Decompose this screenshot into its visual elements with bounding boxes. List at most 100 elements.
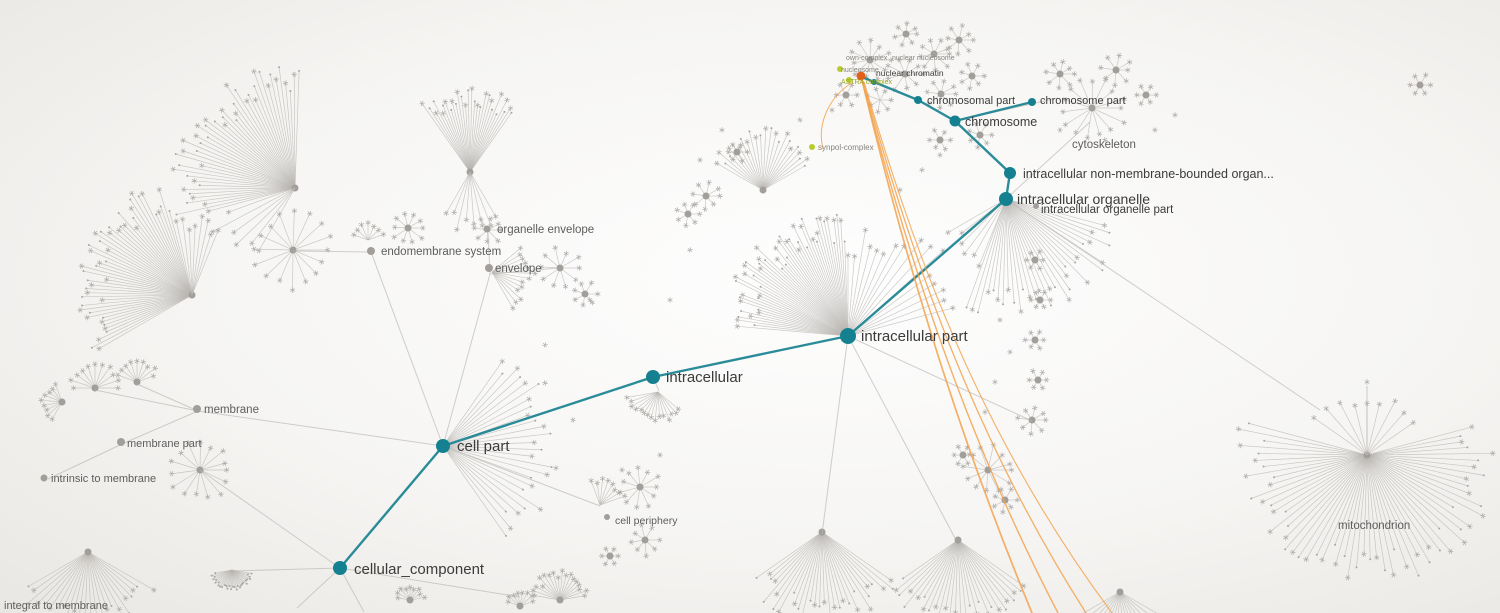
label-cellular-component[interactable]: cellular_component	[354, 561, 485, 578]
label-integral-to-membrane[interactable]: integral to membrane	[4, 600, 108, 612]
cluster-center-node[interactable]	[406, 596, 414, 604]
cluster-edge	[552, 572, 561, 601]
label-cell-periphery[interactable]: cell periphery	[615, 515, 678, 527]
cluster-center-node[interactable]	[636, 483, 644, 491]
cluster-center-node[interactable]	[866, 56, 874, 64]
label-intracellular-non-membrane-bounded-organ[interactable]: intracellular non-membrane-bounded organ…	[1023, 167, 1274, 181]
label-chromosome-part[interactable]: chromosome part	[1040, 95, 1126, 107]
cluster-center-node[interactable]	[1416, 81, 1424, 89]
label-mitochondrion[interactable]: mitochondrion	[1338, 520, 1410, 532]
label-nucleosome[interactable]: nucleosome	[841, 67, 879, 74]
cluster-center-node[interactable]	[1142, 91, 1150, 99]
cluster-center-node[interactable]	[902, 30, 910, 38]
label-intracellular-part[interactable]: intracellular part	[861, 328, 969, 345]
cluster-edge	[254, 248, 294, 251]
cluster-edge	[847, 246, 905, 337]
cluster-center-node[interactable]	[289, 246, 297, 254]
cluster-center-node[interactable]	[606, 552, 614, 560]
synpol-complex-node[interactable]	[809, 144, 815, 150]
term-node[interactable]	[193, 405, 201, 413]
label-nuclear-nucleosome[interactable]: nuclear nucleosome	[892, 55, 955, 62]
label-astra-complex[interactable]: ASTRA complex	[841, 79, 892, 86]
cluster-center-node[interactable]	[91, 384, 99, 392]
label-intrinsic-to-membrane[interactable]: intrinsic to membrane	[51, 473, 156, 485]
label-membrane[interactable]: membrane	[204, 404, 259, 416]
cluster-center-node[interactable]	[1031, 336, 1039, 344]
label-nuclear-chromatin[interactable]: nuclear chromatin	[876, 68, 944, 78]
term-node[interactable]	[117, 438, 125, 446]
cluster-center-node[interactable]	[954, 536, 962, 544]
cluster-center-node[interactable]	[955, 36, 963, 44]
cluster-center-node[interactable]	[937, 90, 945, 98]
cluster-edge	[199, 469, 209, 498]
cluster-center-node[interactable]	[684, 210, 692, 218]
chromosome-part-node[interactable]	[1028, 98, 1036, 106]
cluster-center-node[interactable]	[556, 264, 564, 272]
intracellular-organelle-node[interactable]	[999, 192, 1013, 206]
intracellular-node[interactable]	[646, 370, 660, 384]
cluster-center-node[interactable]	[58, 398, 66, 406]
highlighted-term-node[interactable]	[837, 66, 843, 72]
label-synpol-complex[interactable]: synpol-complex	[818, 143, 874, 152]
selected-term-node[interactable]	[856, 71, 866, 81]
cluster-center-node[interactable]	[84, 548, 92, 556]
cluster-center-node[interactable]	[759, 186, 767, 194]
cluster-center-node[interactable]	[976, 131, 984, 139]
cluster-center-node[interactable]	[1031, 256, 1039, 264]
non-membrane-bounded-organelle-node[interactable]	[1004, 167, 1016, 179]
cluster-center-node[interactable]	[1036, 296, 1044, 304]
label-intracellular[interactable]: intracellular	[666, 369, 743, 386]
intracellular-part-node[interactable]	[840, 328, 856, 344]
cluster-center-node[interactable]	[404, 224, 412, 232]
cluster-center-node[interactable]	[1112, 66, 1120, 74]
cell-part-node[interactable]	[436, 439, 450, 453]
label-membrane-part[interactable]: membrane part	[127, 438, 202, 450]
term-node[interactable]	[483, 225, 491, 233]
cluster-center-node[interactable]	[516, 602, 524, 610]
cluster-center-node[interactable]	[1034, 376, 1042, 384]
cluster-center-node[interactable]	[842, 91, 850, 99]
leaf-term-glyph	[617, 491, 624, 494]
cluster-center-node[interactable]	[1028, 416, 1036, 424]
cluster-edge	[1005, 198, 1091, 243]
chromosome-node[interactable]	[949, 115, 961, 127]
cluster-center-node[interactable]	[702, 192, 710, 200]
term-node[interactable]	[1033, 203, 1039, 209]
cluster-center-node[interactable]	[733, 148, 741, 156]
leaf-term-node	[186, 201, 189, 204]
cluster-center-node[interactable]	[901, 70, 909, 78]
cluster-center-node[interactable]	[930, 50, 938, 58]
cluster-edge	[1366, 452, 1493, 456]
cluster-center-node[interactable]	[1088, 104, 1096, 112]
label-endomembrane-system[interactable]: endomembrane system	[381, 246, 501, 258]
term-node[interactable]	[604, 514, 610, 520]
cluster-center-node[interactable]	[556, 596, 564, 604]
leaf-term-glyph	[542, 344, 548, 346]
cluster-center-node[interactable]	[936, 136, 944, 144]
label-own-complex[interactable]: own-complex	[846, 55, 888, 62]
cluster-edge	[442, 406, 531, 447]
label-intracellular-organelle[interactable]: intracellular organelle	[1017, 191, 1150, 207]
highlighted-term-node[interactable]	[846, 77, 852, 83]
cluster-center-node[interactable]	[1056, 70, 1064, 78]
label-cytoskeleton[interactable]: cytoskeleton	[1072, 139, 1136, 151]
cluster-center-node[interactable]	[641, 536, 649, 544]
term-node[interactable]	[367, 247, 375, 255]
cellular-component-node[interactable]	[333, 561, 347, 575]
label-chromosomal-part[interactable]: chromosomal part	[927, 95, 1015, 107]
chromatin-path-node[interactable]	[871, 79, 877, 85]
cluster-center-node[interactable]	[968, 72, 976, 80]
label-envelope[interactable]: envelope	[495, 263, 542, 275]
cluster-center-node[interactable]	[959, 451, 967, 459]
label-intracellular-organelle-part[interactable]: intracellular organelle part	[1041, 204, 1174, 216]
chromosomal-part-node[interactable]	[914, 96, 922, 104]
term-node[interactable]	[40, 474, 48, 482]
label-cell-part[interactable]: cell part	[457, 438, 510, 455]
cluster-center-node[interactable]	[133, 378, 141, 386]
label-chromosome[interactable]: chromosome	[965, 115, 1037, 129]
cluster-center-node[interactable]	[1116, 588, 1124, 596]
cluster-center-node[interactable]	[581, 290, 589, 298]
term-node[interactable]	[485, 264, 493, 272]
label-organelle-envelope[interactable]: organelle envelope	[497, 224, 594, 236]
